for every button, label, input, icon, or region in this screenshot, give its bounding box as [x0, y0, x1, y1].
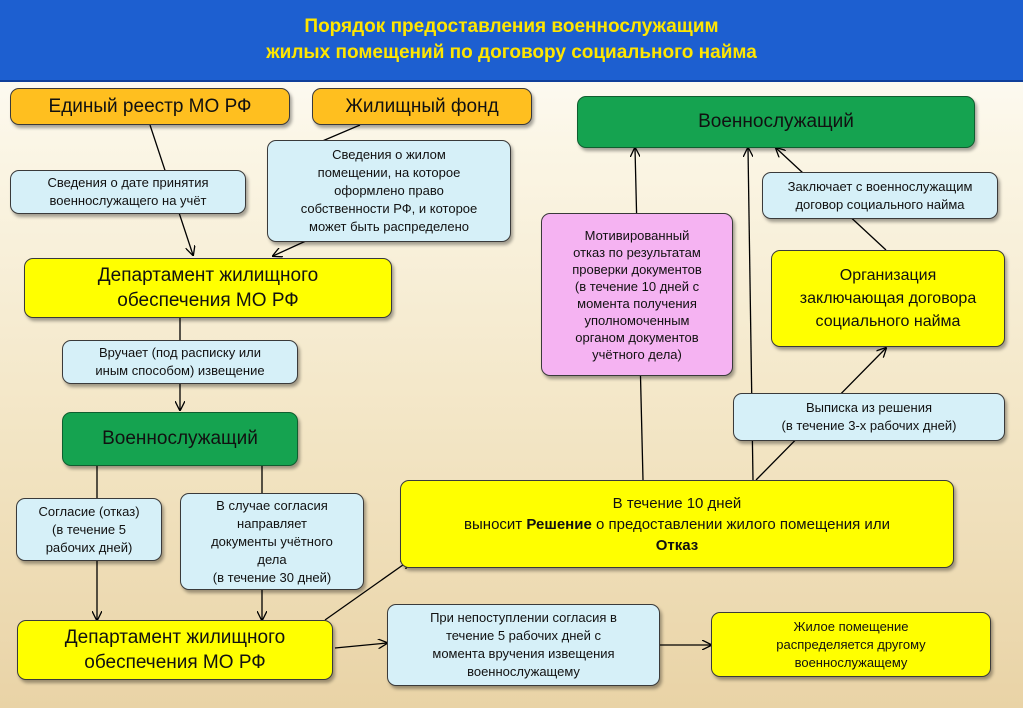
no-consent-line-1: При непоступлении согласия в	[430, 610, 617, 625]
consent-box: Согласие (отказ) (в течение 5 рабочих дн…	[16, 498, 162, 561]
refusal-keyword: Отказ	[655, 536, 699, 554]
title-line-2: жилых помещений по договору социального …	[266, 42, 757, 63]
arrow-department-to-decision	[324, 560, 410, 621]
department-box-2: Департамент жилищного обеспечения МО РФ	[17, 620, 333, 680]
title-line-1: Порядок предоставления военнослужащим	[304, 16, 719, 37]
no-consent-box: При непоступлении согласия в течение 5 р…	[387, 604, 660, 686]
refusal-line-3: проверки документов	[572, 261, 702, 277]
housing-fund-box: Жилищный фонд	[312, 88, 532, 125]
decision-line-2: выносит Решение о предоставлении жилого …	[464, 514, 890, 535]
department-1-line-1: Департамент жилищного	[97, 265, 319, 286]
notice-line-2: иным способом) извещение	[95, 363, 265, 378]
refusal-line-5: момента получения	[577, 295, 697, 311]
send-docs-line-1: В случае согласия	[216, 497, 328, 513]
extract-line-1: Выписка из решения	[805, 400, 933, 415]
redistribute-box: Жилое помещение распределяется другому в…	[711, 612, 991, 677]
decision-line-3: Отказ	[656, 535, 699, 556]
decision-line-1: В течение 10 дней	[612, 494, 742, 512]
page-header: Порядок предоставления военнослужащим жи…	[0, 0, 1023, 82]
department-1-line-2: обеспечения МО РФ	[117, 290, 299, 311]
decision-line-2-suffix: о предоставлении жилого помещения или	[591, 515, 890, 533]
contract-box: Заключает с военнослужащим договор социа…	[762, 172, 998, 219]
servicemember-top-box: Военнослужащий	[577, 96, 975, 148]
refusal-line-8: учётного дела)	[592, 346, 682, 362]
consent-line-1: Согласие (отказ)	[38, 503, 140, 519]
info-housing-line-5: может быть распределено	[309, 219, 469, 234]
department-2-line-2: обеспечения МО РФ	[84, 652, 266, 673]
contract-line-2: договор социального найма	[795, 196, 965, 212]
redistribute-line-2: распределяется другому	[776, 636, 926, 652]
organization-box: Организация заключающая договора социаль…	[771, 250, 1005, 347]
refusal-box: Мотивированный отказ по результатам пров…	[541, 213, 733, 376]
extract-box: Выписка из решения (в течение 3-х рабочи…	[733, 393, 1005, 441]
refusal-line-2: отказ по результатам	[573, 244, 701, 260]
organization-line-1: Организация	[839, 267, 937, 284]
servicemember-mid-label: Военнослужащий	[102, 428, 258, 449]
decision-box: В течение 10 дней выносит Решение о пред…	[400, 480, 954, 568]
notice-line-1: Вручает (под расписку или	[99, 345, 261, 360]
housing-fund-label: Жилищный фонд	[345, 95, 499, 117]
send-docs-line-3: документы учётного	[211, 533, 333, 549]
send-docs-line-4: дела	[257, 551, 287, 567]
registry-box: Единый реестр МО РФ	[10, 88, 290, 125]
no-consent-line-2: течение 5 рабочих дней с	[445, 628, 602, 643]
decision-line-2-prefix: выносит	[464, 515, 527, 533]
no-consent-line-3: момента вручения извещения	[432, 646, 615, 661]
organization-line-3: социального найма	[815, 313, 961, 330]
refusal-line-1: Мотивированный	[584, 227, 690, 243]
refusal-line-4: (в течение 10 дней с	[574, 278, 700, 294]
redistribute-line-1: Жилое помещение	[793, 618, 909, 634]
send-docs-box: В случае согласия направляет документы у…	[180, 493, 364, 590]
consent-line-2: (в течение 5	[52, 521, 126, 537]
arrow-info-housing-to-department	[273, 239, 309, 256]
info-date-line-1: Сведения о дате принятия	[47, 175, 209, 190]
send-docs-line-5: (в течение 30 дней)	[212, 569, 332, 585]
info-housing-line-2: помещении, на которое	[317, 165, 461, 180]
notice-box: Вручает (под расписку или иным способом)…	[62, 340, 298, 384]
no-consent-line-4: военнослужащему	[467, 664, 580, 679]
registry-label: Единый реестр МО РФ	[48, 95, 252, 117]
organization-line-2: заключающая договора	[799, 290, 977, 307]
refusal-line-7: органом документов	[575, 329, 699, 345]
department-2-line-1: Департамент жилищного	[64, 627, 286, 648]
department-box-1: Департамент жилищного обеспечения МО РФ	[24, 258, 392, 318]
consent-line-3: рабочих дней)	[45, 539, 133, 555]
send-docs-line-2: направляет	[237, 515, 307, 531]
decision-keyword: Решение	[526, 515, 592, 533]
info-housing-line-1: Сведения о жилом	[332, 147, 446, 162]
info-housing-box: Сведения о жилом помещении, на которое о…	[267, 140, 511, 242]
redistribute-line-3: военнослужащему	[794, 654, 908, 670]
servicemember-top-label: Военнослужащий	[698, 111, 854, 132]
info-date-line-2: военнослужащего на учёт	[49, 193, 207, 208]
servicemember-mid-box: Военнослужащий	[62, 412, 298, 466]
info-housing-line-3: оформлено право	[334, 183, 444, 198]
extract-line-2: (в течение 3-х рабочих дней)	[781, 418, 957, 433]
arrow-department-to-no-consent	[334, 643, 387, 648]
refusal-line-6: уполномоченным	[584, 312, 690, 328]
contract-line-1: Заключает с военнослужащим	[787, 178, 973, 194]
info-date-box: Сведения о дате принятия военнослужащего…	[10, 170, 246, 214]
info-housing-line-4: собственности РФ, и которое	[300, 201, 478, 216]
